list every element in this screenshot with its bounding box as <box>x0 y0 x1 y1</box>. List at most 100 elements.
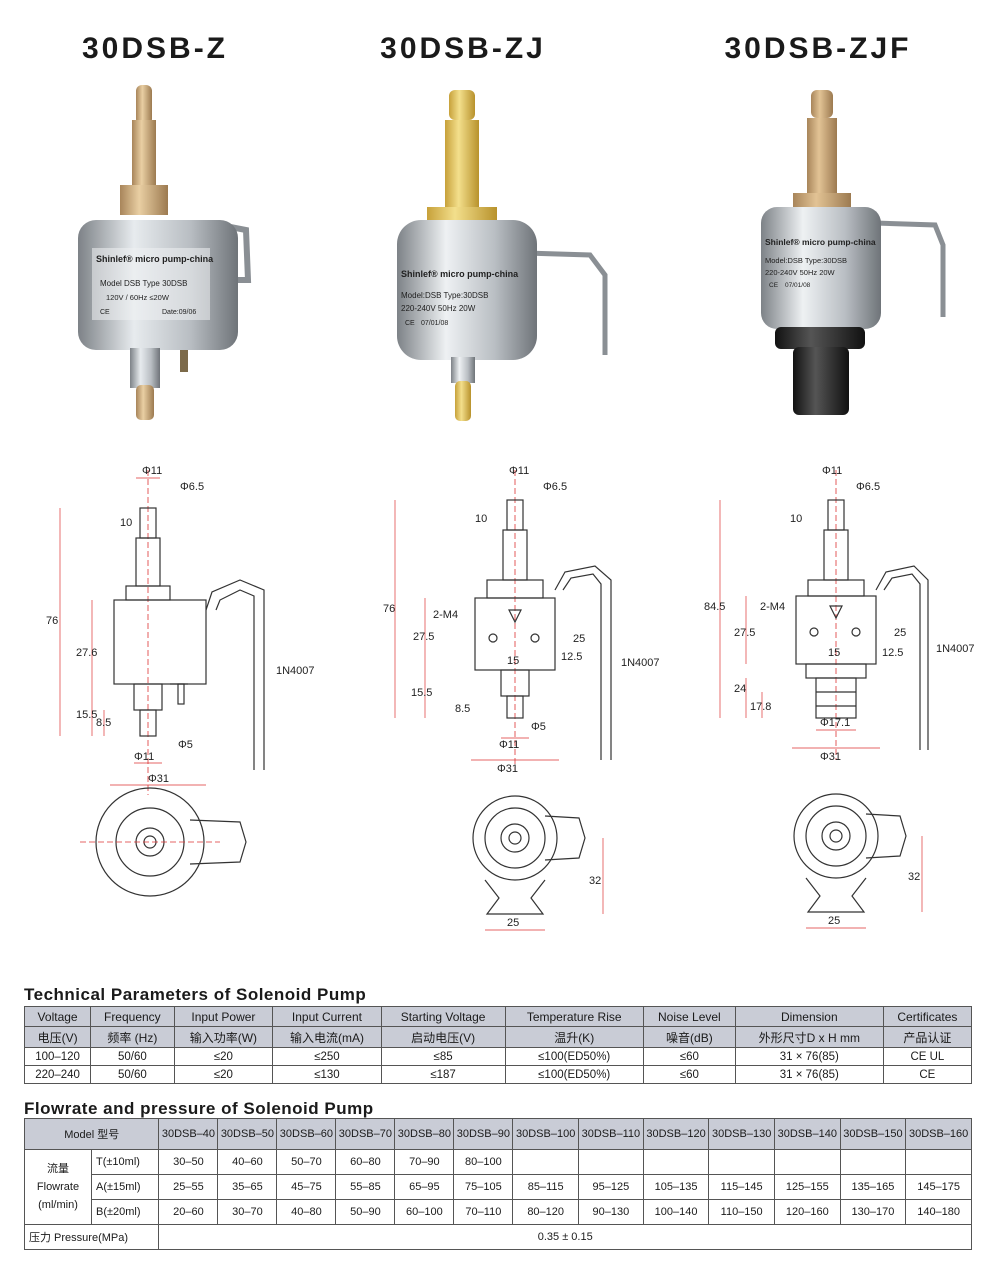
flow-model-header: 30DSB–120 <box>642 1118 710 1150</box>
table-cell <box>773 1149 841 1175</box>
table-cell: 60–80 <box>335 1149 396 1175</box>
d2-dim-2-m4: 2-M4 <box>433 609 458 621</box>
d3-dim-24: 24 <box>734 683 746 695</box>
d2-dim-phi11: Φ11 <box>509 465 529 477</box>
table-cell: 125–155 <box>773 1174 841 1200</box>
table-cell: 115–145 <box>708 1174 775 1200</box>
table-cell: 220–240 <box>23 1065 92 1084</box>
flow-row-t-label: T(±10ml) <box>90 1149 160 1175</box>
drawing-30dsb-z: Φ11 Φ6.5 10 76 27.6 15.5 8.5 Φ5 Φ11 Φ31 … <box>46 465 315 897</box>
d2-dim-12-5: 12.5 <box>561 651 582 663</box>
table-cell: ≤250 <box>272 1047 382 1066</box>
table-cell: 85–115 <box>512 1174 579 1200</box>
table-row: 100–120 50/60 ≤20 ≤250 ≤85 ≤100(ED50%) ≤… <box>23 1047 973 1066</box>
table-cell: 140–180 <box>905 1199 972 1225</box>
d3-dim-phi17-1: Φ17.1 <box>820 717 850 729</box>
pump1-brand-label: Shinlef® micro pump-china <box>96 254 214 264</box>
table-cell: 80–120 <box>512 1199 579 1225</box>
flow-model-header: 30DSB–150 <box>839 1118 907 1150</box>
pump3-rating-label: 220-240V 50Hz 20W <box>765 268 836 277</box>
table-cell: 31 × 76(85) <box>734 1065 884 1084</box>
table-cell: 145–175 <box>905 1174 972 1200</box>
table-cell: 60–100 <box>394 1199 455 1225</box>
table-cell: ≤20 <box>173 1065 274 1084</box>
d2-dim-15-5: 15.5 <box>411 687 432 699</box>
d1-dim-phi6-5: Φ6.5 <box>180 481 204 493</box>
d3-dim-32: 32 <box>908 871 920 883</box>
table-cell <box>839 1149 907 1175</box>
flow-model-header: 30DSB–80 <box>394 1118 455 1150</box>
table-cell: 20–60 <box>158 1199 219 1225</box>
flow-model-header: 30DSB–90 <box>453 1118 514 1150</box>
table-cell: 70–110 <box>453 1199 514 1225</box>
tech-header-input-current: Input Current <box>272 1006 382 1027</box>
flow-label-en: Flowrate <box>36 1181 80 1193</box>
table-cell: 100–120 <box>23 1047 92 1066</box>
flow-model-header: 30DSB–160 <box>905 1118 972 1150</box>
d3-dim-phi11: Φ11 <box>822 465 842 477</box>
tech-header-cn: 外形尺寸D x H mm <box>734 1026 884 1048</box>
pump1-date-label: Date:09/06 <box>162 309 196 316</box>
table-cell: ≤85 <box>380 1047 506 1066</box>
tech-header-temperature-rise: Temperature Rise <box>504 1006 644 1027</box>
table-cell: ≤100(ED50%) <box>504 1047 644 1066</box>
d3-dim-25: 25 <box>894 627 906 639</box>
table-cell: 45–75 <box>276 1174 337 1200</box>
pump2-ce-mark: CE <box>405 320 415 327</box>
pump3-date-label: 07/01/08 <box>785 282 811 289</box>
table-cell: 31 × 76(85) <box>734 1047 884 1066</box>
tech-header-voltage: Voltage <box>23 1006 92 1027</box>
d3-dim-27-5: 27.5 <box>734 627 755 639</box>
d3-dim-84-5: 84.5 <box>704 601 725 613</box>
table-cell: 110–150 <box>708 1199 775 1225</box>
tech-params-table: Voltage Frequency Input Power Input Curr… <box>23 1006 973 1084</box>
table-cell <box>577 1149 644 1175</box>
d1-dim-phi5: Φ5 <box>178 739 193 751</box>
d1-dim-phi11-bottom: Φ11 <box>134 751 154 763</box>
flow-model-header: 30DSB–100 <box>512 1118 579 1150</box>
table-cell: 50/60 <box>90 1047 175 1066</box>
d2-dim-10: 10 <box>475 513 487 525</box>
d3-dim-2-m4: 2-M4 <box>760 601 785 613</box>
tech-header-cn: 噪音(dB) <box>642 1026 736 1048</box>
pump1-ce-mark: CE <box>100 309 110 316</box>
d3-dim-17-8: 17.8 <box>750 701 771 713</box>
table-cell: ≤130 <box>272 1065 382 1084</box>
tech-header-certificates: Certificates <box>882 1006 973 1027</box>
d3-dim-15: 15 <box>828 647 840 659</box>
tech-header-input-power: Input Power <box>173 1006 274 1027</box>
pump3-brand-label: Shinlef® micro pump-china <box>765 237 876 247</box>
d1-dim-8-5: 8.5 <box>96 717 111 729</box>
d2-dim-76: 76 <box>383 603 395 615</box>
tech-header-cn: 输入电流(mA) <box>272 1026 382 1048</box>
table-cell: 75–105 <box>453 1174 514 1200</box>
pump-photo-30dsb-z: Shinlef® micro pump-china Model DSB Type… <box>78 85 252 420</box>
pump2-model-label: Model:DSB Type:30DSB <box>401 291 488 300</box>
table-row: 220–240 50/60 ≤20 ≤130 ≤187 ≤100(ED50%) … <box>23 1065 973 1084</box>
pump3-model-label: Model:DSB Type:30DSB <box>765 256 847 265</box>
table-cell: CE UL <box>882 1047 973 1066</box>
d2-dim-8-5: 8.5 <box>455 703 470 715</box>
tech-header-starting-voltage: Starting Voltage <box>380 1006 506 1027</box>
d3-dim-12-5: 12.5 <box>882 647 903 659</box>
flow-model-header: 30DSB–60 <box>276 1118 337 1150</box>
table-cell: 70–90 <box>394 1149 455 1175</box>
flow-label-cell: 流量 Flowrate (ml/min) <box>24 1149 92 1225</box>
tech-header-frequency: Frequency <box>90 1006 175 1027</box>
flow-model-header: 30DSB–110 <box>577 1118 644 1150</box>
table-cell: ≤100(ED50%) <box>504 1065 644 1084</box>
tech-header-dimension: Dimension <box>734 1006 884 1027</box>
tech-header-cn: 温升(K) <box>504 1026 644 1048</box>
table-cell <box>708 1149 775 1175</box>
table-cell: 80–100 <box>453 1149 514 1175</box>
d2-dim-phi5: Φ5 <box>531 721 546 733</box>
flow-model-label: Model 型号 <box>23 1118 160 1150</box>
d2-diode-label: 1N4007 <box>621 657 660 669</box>
pump-photo-30dsb-zjf: Shinlef® micro pump-china Model:DSB Type… <box>761 90 946 415</box>
flow-model-header: 30DSB–50 <box>217 1118 278 1150</box>
flow-label-unit: (ml/min) <box>38 1199 78 1211</box>
table-cell: 40–80 <box>276 1199 337 1225</box>
flow-model-header: 30DSB–130 <box>708 1118 775 1150</box>
